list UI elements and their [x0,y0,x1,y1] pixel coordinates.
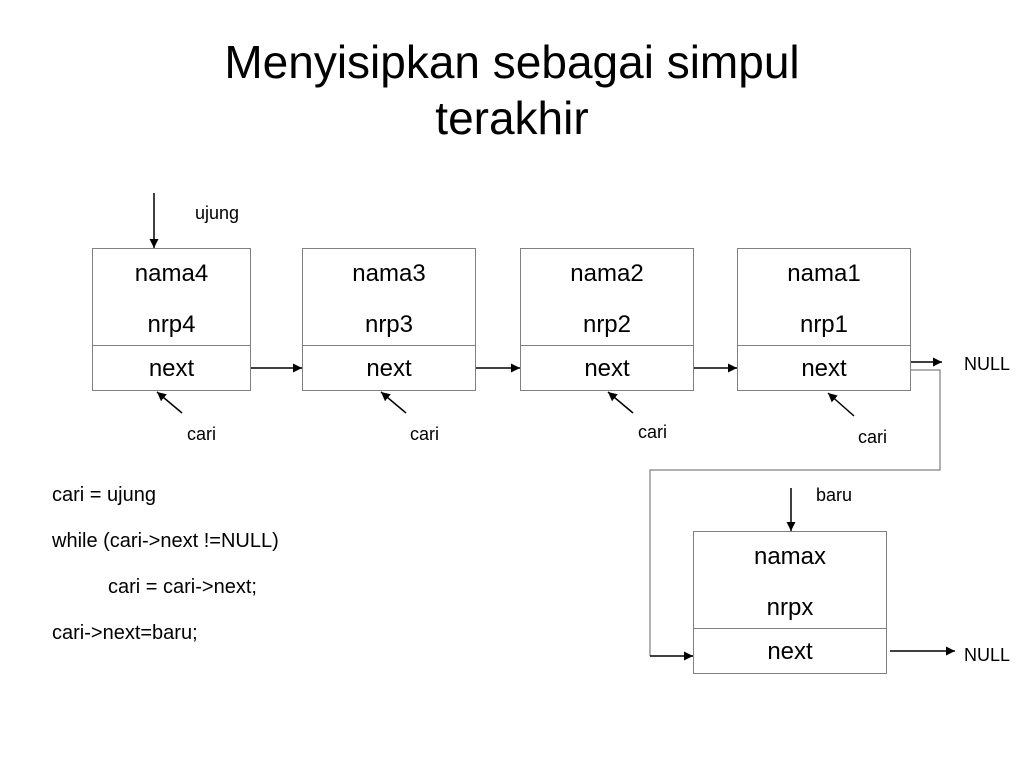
node-nrp-field: nrp1 [799,311,849,338]
cari-label-1: cari [187,424,217,444]
node-nama-field: namax [753,543,827,570]
node-data-section [303,249,475,346]
node-nrp-field: nrp3 [364,311,414,338]
node-nama-field: nama2 [570,260,644,287]
node-namax: namax nrpx next [693,531,887,674]
node-nama1: nama1 nrp1 next [737,248,911,391]
code-line-1: cari = ujung [52,484,156,506]
baru-label: baru [816,485,853,505]
node-next-field: next [801,355,847,382]
cari-label-2: cari [410,424,440,444]
node-data-section [93,249,250,346]
insert-link-path [649,369,941,656]
node-nama-field: nama4 [134,260,209,287]
node-next-field: next [366,355,412,382]
cari-pointer-4 [827,392,855,417]
node-next-field: next [767,638,813,665]
node-nrp-field: nrp2 [582,311,632,338]
title-line-1: Menyisipkan sebagai simpul [224,36,800,88]
code-line-4: cari->next=baru; [52,622,198,644]
node-data-section [738,249,910,346]
node-next-field: next [148,355,195,382]
null-label-1: NULL [964,354,1011,374]
node-nama-field: nama3 [352,260,426,287]
cari-pointer-2 [380,391,407,414]
cari-pointer-1 [156,391,183,414]
code-line-2: while (cari->next !=NULL) [52,530,279,552]
cari-label-3: cari [638,422,668,442]
node-nama2: nama2 nrp2 next [520,248,694,391]
cari-label-4: cari [858,427,888,447]
node-data-section [694,532,886,629]
node-nama3: nama3 nrp3 next [302,248,476,391]
ujung-label: ujung [195,203,240,223]
node-nama4: nama4 nrp4 next [92,248,251,391]
node-nama-field: nama1 [787,260,861,287]
node-nrp-field: nrpx [766,594,814,621]
cari-pointer-3 [607,391,634,414]
null-label-2: NULL [964,645,1011,665]
node-next-field: next [584,355,630,382]
title-line-2: terakhir [435,92,589,144]
node-data-section [521,249,693,346]
node-nrp-field: nrp4 [147,311,196,338]
code-line-3: cari = cari->next; [108,576,257,598]
slide-title: Menyisipkan sebagai simpul terakhir [0,34,1024,146]
